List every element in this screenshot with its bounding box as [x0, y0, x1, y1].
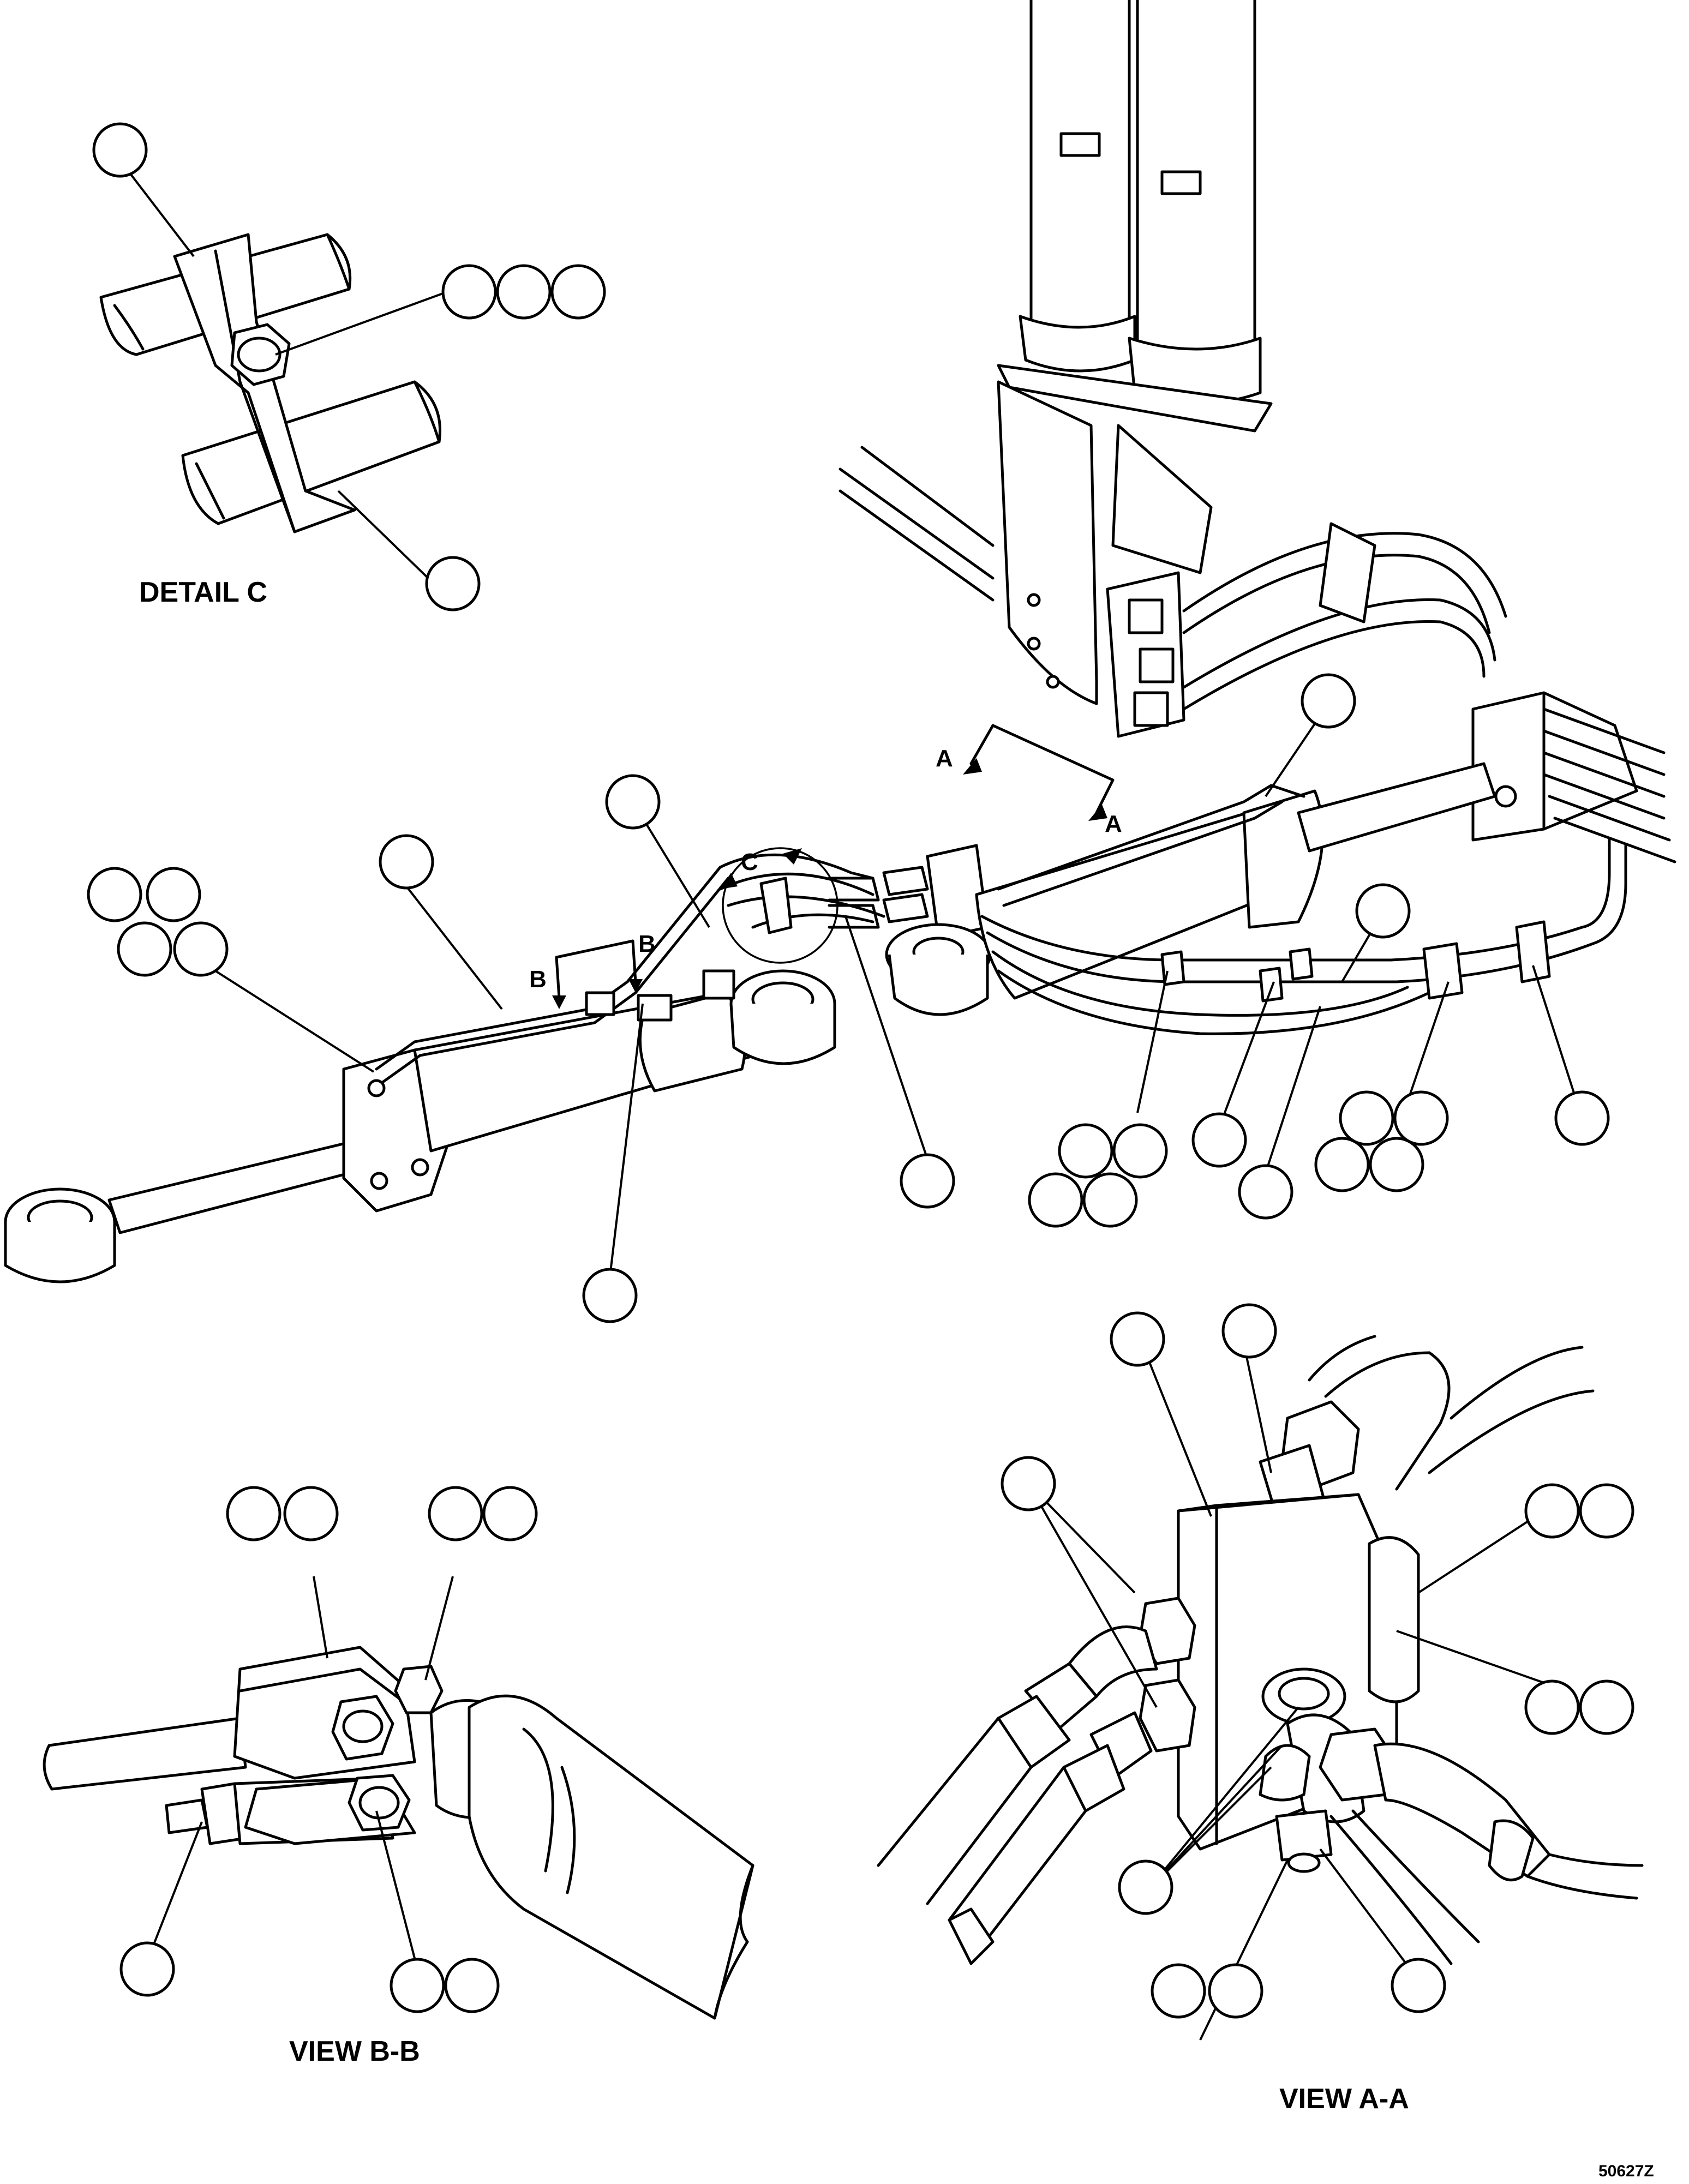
callout-balloon: [1524, 1483, 1580, 1539]
callout-balloon: [444, 1958, 500, 2013]
figure-number: 50627Z: [1598, 2162, 1654, 2180]
callout-balloon: [900, 1153, 955, 1209]
callout-balloon: [496, 264, 552, 320]
callout-balloon: [1082, 1172, 1138, 1228]
section-marker-a-right: A: [1105, 811, 1122, 837]
callout-balloon: [1151, 1963, 1206, 2019]
view-aa-drawing: [877, 1335, 1644, 1965]
callout-balloon: [1112, 1123, 1168, 1179]
callout-balloon: [1554, 1090, 1610, 1146]
callout-balloon: [1221, 1303, 1277, 1359]
callout-balloon: [482, 1486, 538, 1541]
section-marker-b-left: B: [529, 966, 547, 993]
callout-balloon: [1524, 1679, 1580, 1735]
callout-balloon: [390, 1958, 445, 2013]
main-cylinder-drawing: [4, 866, 836, 1283]
callout-balloon: [1355, 883, 1411, 939]
callout-balloon: [1238, 1164, 1293, 1220]
center-hoses-drawing: [718, 762, 1627, 1035]
view-bb-drawing: [43, 1646, 754, 2020]
section-marker-c: C: [741, 849, 758, 875]
callout-balloons: [87, 122, 1634, 2019]
detail-c-label: DETAIL C: [139, 577, 267, 608]
callout-balloon: [582, 1268, 638, 1323]
callout-balloon: [1301, 673, 1356, 729]
callout-balloon: [428, 1486, 483, 1541]
view-bb-leaders: [145, 1576, 454, 1964]
callout-balloon: [1393, 1090, 1449, 1146]
callout-balloon: [1110, 1311, 1165, 1367]
callout-balloon: [119, 1941, 175, 1997]
view-bb-label: VIEW B-B: [289, 2036, 420, 2067]
callout-balloon: [173, 921, 229, 977]
callout-balloon: [283, 1486, 339, 1541]
callout-balloon: [550, 264, 606, 320]
callout-balloon: [441, 264, 497, 320]
detail-c-drawing: [99, 233, 442, 533]
callout-balloon: [1579, 1483, 1634, 1539]
callout-balloon: [1191, 1112, 1247, 1168]
callout-balloon: [1208, 1963, 1263, 2019]
callout-balloon: [1339, 1090, 1394, 1146]
callout-balloon: [226, 1486, 282, 1541]
callout-balloon: [1391, 1958, 1446, 2013]
callout-balloon: [146, 867, 201, 922]
callout-balloon: [1058, 1123, 1113, 1179]
callout-balloon: [87, 867, 142, 922]
section-marker-b-right: B: [638, 931, 656, 957]
boom-column-drawing: [838, 0, 1676, 863]
callout-balloon: [92, 122, 148, 178]
callout-balloon: [1579, 1679, 1634, 1735]
section-marker-a-left: A: [936, 745, 953, 772]
callout-balloon: [1118, 1859, 1173, 1915]
callout-balloon: [1314, 1137, 1370, 1192]
detail-c-leaders: [130, 173, 448, 582]
callout-balloon: [117, 921, 172, 977]
callout-balloon: [379, 834, 434, 890]
callout-balloon: [425, 556, 481, 611]
callout-balloon: [1001, 1456, 1056, 1511]
middle-leaders: [184, 703, 1583, 1277]
view-aa-label: VIEW A-A: [1279, 2083, 1409, 2115]
callout-balloon: [1369, 1137, 1424, 1192]
callout-balloon: [605, 774, 661, 830]
section-markers: [552, 724, 1115, 1009]
callout-balloon: [1028, 1172, 1083, 1228]
